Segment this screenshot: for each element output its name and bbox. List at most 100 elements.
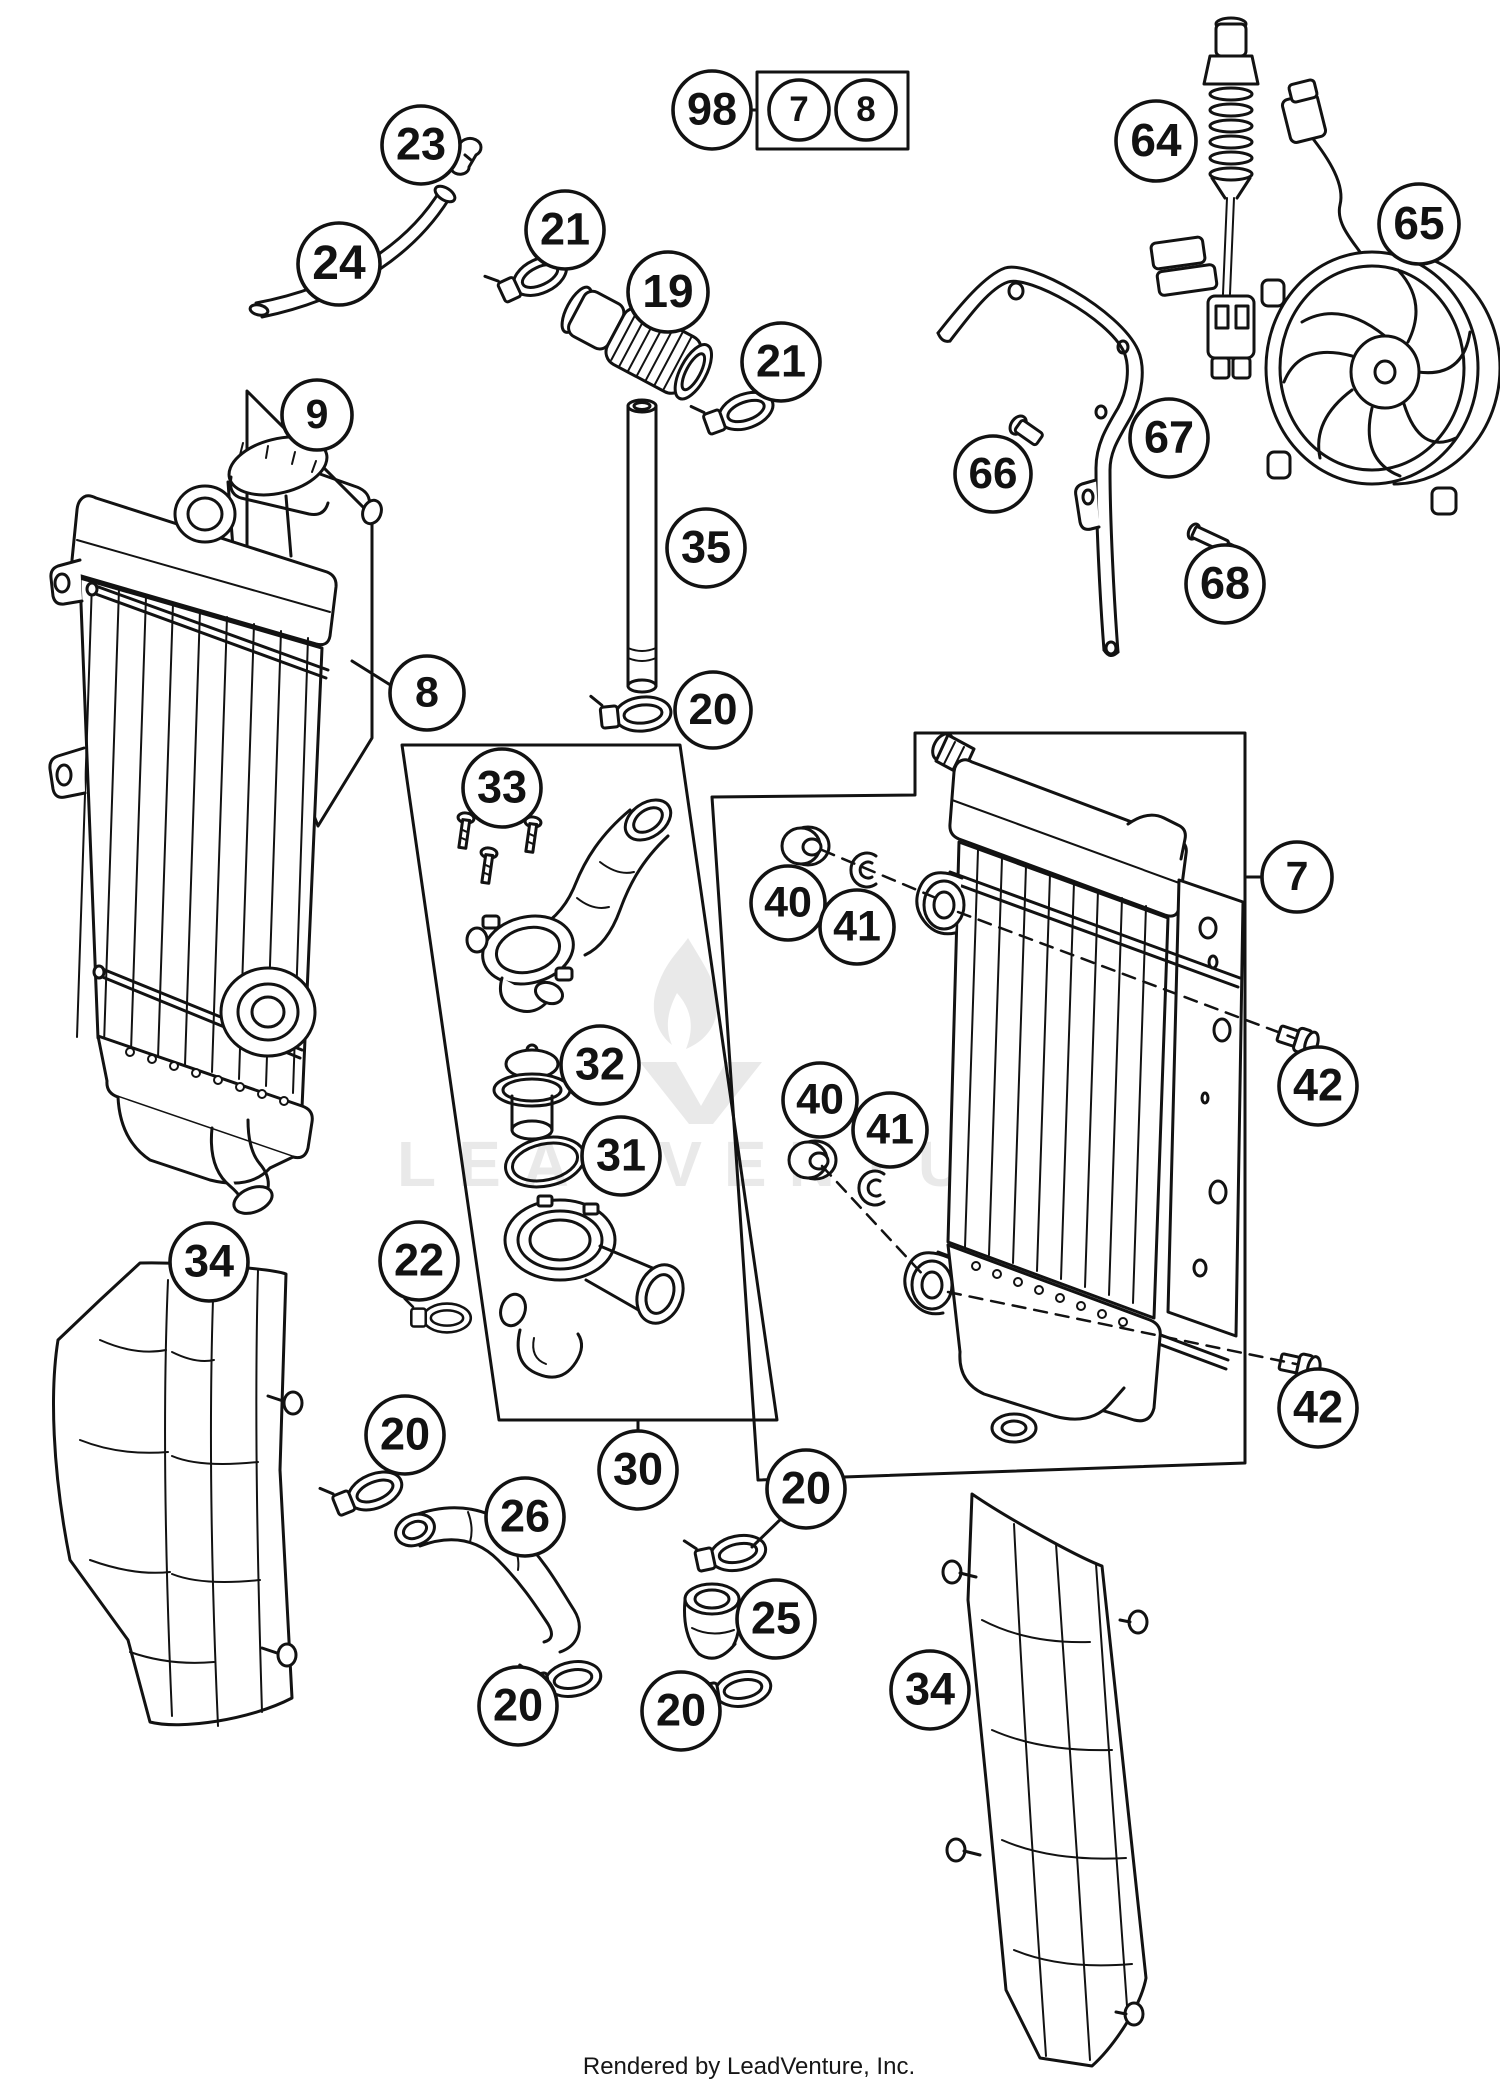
svg-text:30: 30 xyxy=(613,1443,663,1494)
svg-text:20: 20 xyxy=(781,1462,831,1513)
svg-text:66: 66 xyxy=(969,449,1018,498)
hose-26-drawing xyxy=(394,1506,581,1654)
dashed-40b-to-mount xyxy=(820,1164,928,1280)
callout-30[interactable]: 30 xyxy=(597,1429,679,1511)
callout-layer: 98 7 8 23 24 21 19 21 9 35 20 8 33 64 65 66 67 68 40 41 7 42 4… xyxy=(168,69,1461,1752)
callout-67[interactable]: 67 xyxy=(1128,397,1210,479)
svg-text:26: 26 xyxy=(500,1490,550,1541)
callout-8[interactable]: 8 xyxy=(834,78,898,142)
callout-32[interactable]: 32 xyxy=(559,1024,641,1106)
callout-25[interactable]: 25 xyxy=(735,1578,817,1660)
callout-41[interactable]: 41 xyxy=(818,888,896,966)
callout-20[interactable]: 20 xyxy=(364,1394,446,1476)
callout-21[interactable]: 21 xyxy=(524,189,606,271)
svg-text:21: 21 xyxy=(756,335,806,386)
callout-8[interactable]: 8 xyxy=(388,654,466,732)
svg-text:42: 42 xyxy=(1293,1381,1343,1432)
callout-64[interactable]: 64 xyxy=(1114,99,1198,183)
callout-98[interactable]: 98 xyxy=(671,69,753,151)
footer-credit: Rendered by LeadVenture, Inc. xyxy=(583,2053,915,2080)
svg-text:35: 35 xyxy=(681,521,731,572)
callout-42[interactable]: 42 xyxy=(1277,1045,1359,1127)
grommet-40a-drawing xyxy=(780,825,831,867)
callout-34[interactable]: 34 xyxy=(889,1649,971,1731)
svg-text:31: 31 xyxy=(596,1129,646,1180)
water-pipe-35-drawing xyxy=(626,398,658,694)
callout-20[interactable]: 20 xyxy=(640,1670,722,1752)
callout-24[interactable]: 24 xyxy=(296,221,382,307)
hose-25-drawing xyxy=(683,1582,742,1660)
callout-22[interactable]: 22 xyxy=(378,1220,460,1302)
svg-text:32: 32 xyxy=(575,1038,625,1089)
svg-text:40: 40 xyxy=(796,1076,844,1124)
svg-text:42: 42 xyxy=(1293,1059,1343,1110)
clamp-20a-drawing xyxy=(589,686,675,738)
svg-text:25: 25 xyxy=(751,1592,801,1643)
callout-40[interactable]: 40 xyxy=(781,1061,859,1139)
left-radiator-drawing xyxy=(48,389,383,1215)
callout-23[interactable]: 23 xyxy=(380,104,462,186)
fan-bracket-67-drawing xyxy=(936,265,1144,657)
radiator-cap-9-drawing xyxy=(227,435,383,526)
callout-21[interactable]: 21 xyxy=(740,321,822,403)
callout-33[interactable]: 33 xyxy=(461,747,543,829)
cooling-fan-65-drawing xyxy=(1260,78,1500,516)
svg-text:19: 19 xyxy=(642,265,693,317)
washer-41b-drawing xyxy=(857,1169,886,1207)
svg-text:20: 20 xyxy=(656,1684,706,1735)
callout-68[interactable]: 68 xyxy=(1184,543,1266,625)
svg-text:41: 41 xyxy=(833,903,881,951)
svg-text:8: 8 xyxy=(415,669,439,717)
svg-text:67: 67 xyxy=(1144,411,1194,462)
svg-text:21: 21 xyxy=(540,203,590,254)
callout-20[interactable]: 20 xyxy=(477,1665,559,1747)
svg-text:7: 7 xyxy=(1286,853,1309,899)
callout-20[interactable]: 20 xyxy=(765,1448,847,1530)
callout-20[interactable]: 20 xyxy=(673,670,753,750)
callout-31[interactable]: 31 xyxy=(580,1115,662,1197)
svg-text:8: 8 xyxy=(856,90,875,129)
right-radiator-drawing xyxy=(903,732,1245,1444)
callout-19[interactable]: 19 xyxy=(626,250,710,334)
callout-66[interactable]: 66 xyxy=(953,434,1033,514)
leader-lines xyxy=(350,108,1298,1549)
svg-text:20: 20 xyxy=(380,1408,430,1459)
callout-7[interactable]: 7 xyxy=(767,78,831,142)
svg-text:64: 64 xyxy=(1130,114,1182,166)
svg-text:41: 41 xyxy=(866,1106,914,1154)
callout-42[interactable]: 42 xyxy=(1277,1367,1359,1449)
water-pump-cover-drawing xyxy=(499,1194,685,1379)
louver-34-left-drawing xyxy=(52,1261,304,1727)
thermostat-32-drawing xyxy=(492,1043,572,1141)
svg-text:65: 65 xyxy=(1393,197,1444,249)
svg-text:20: 20 xyxy=(689,685,738,734)
callout-41[interactable]: 41 xyxy=(851,1091,929,1169)
callout-65[interactable]: 65 xyxy=(1377,182,1461,266)
dashed-mount-to-42a xyxy=(956,910,1296,1040)
screw-66-drawing xyxy=(1008,414,1044,447)
callout-40[interactable]: 40 xyxy=(749,864,827,942)
group-box-7 xyxy=(710,731,1247,1482)
leader-8-to-radiator xyxy=(350,659,394,688)
svg-text:40: 40 xyxy=(764,879,812,927)
svg-text:7: 7 xyxy=(789,90,808,129)
callout-9[interactable]: 9 xyxy=(280,378,354,452)
thermostat-housing-hose-drawing xyxy=(465,798,673,1014)
svg-text:33: 33 xyxy=(477,761,527,812)
callout-7[interactable]: 7 xyxy=(1260,840,1334,914)
svg-text:68: 68 xyxy=(1200,557,1250,608)
dashed-mount-to-42b xyxy=(946,1290,1298,1366)
screws-33-drawing xyxy=(456,811,543,885)
callout-35[interactable]: 35 xyxy=(665,507,747,589)
svg-text:22: 22 xyxy=(394,1234,444,1285)
callout-26[interactable]: 26 xyxy=(484,1476,566,1558)
group-box-30 xyxy=(400,743,779,1422)
leader-20-to-clamp xyxy=(750,1513,787,1549)
svg-text:34: 34 xyxy=(184,1235,234,1286)
leadventure-flame-v-logo xyxy=(640,938,762,1124)
clamp-22-drawing xyxy=(403,1297,473,1334)
callout-34[interactable]: 34 xyxy=(168,1221,250,1303)
svg-text:24: 24 xyxy=(312,237,366,290)
